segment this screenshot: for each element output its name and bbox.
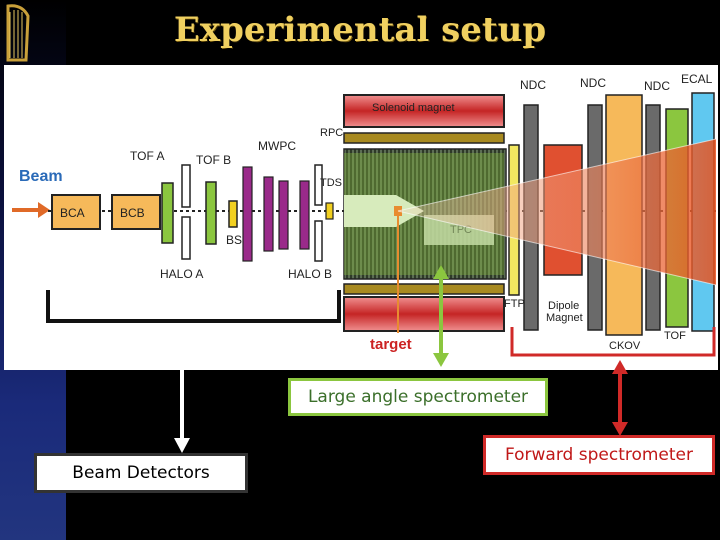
bs-label: BS	[226, 233, 242, 247]
tof-b-detector	[205, 181, 217, 245]
dipole-label: Dipole	[548, 300, 579, 312]
rpc-bottom	[343, 283, 505, 295]
page-title: Experimental setup	[173, 10, 547, 50]
halo-b-label: HALO B	[288, 267, 332, 281]
beam-detectors-double-arrow-icon	[174, 323, 190, 453]
rpc-label: RPC	[320, 127, 343, 139]
ecal-label: ECAL	[681, 72, 713, 86]
ckov-label: CKOV	[609, 340, 641, 352]
forward-spectrometer-bracket	[510, 327, 716, 357]
forward-double-arrow-icon	[612, 360, 628, 436]
beam-detectors-label: Beam Detectors	[34, 453, 248, 493]
magnet-label: Magnet	[546, 312, 583, 324]
forward-acceptance-cone	[398, 139, 716, 285]
bs-detector	[228, 200, 238, 228]
halo-a-bottom	[181, 216, 191, 260]
tof-b-label: TOF B	[196, 153, 231, 167]
tds-detector	[325, 202, 334, 220]
mwpc-3	[278, 180, 289, 250]
solenoid-magnet-bottom	[343, 296, 505, 332]
mwpc-2	[263, 176, 274, 252]
ndc-3-label: NDC	[644, 79, 670, 93]
beam-detectors-bracket	[46, 290, 341, 323]
halo-b-top	[314, 164, 323, 206]
forward-spectrometer-label: Forward spectrometer	[483, 435, 715, 475]
solenoid-label: Solenoid magnet	[372, 102, 455, 114]
large-angle-double-arrow-icon	[433, 265, 449, 367]
solenoid-magnet-top	[343, 94, 505, 128]
bcb-label: BCB	[120, 206, 145, 220]
ndc-1-label: NDC	[520, 78, 546, 92]
rpc-top	[343, 132, 505, 144]
ndc-2-label: NDC	[580, 76, 606, 90]
mwpc-4	[299, 180, 310, 250]
tof-a-label: TOF A	[130, 149, 164, 163]
mwpc-label: MWPC	[258, 139, 296, 153]
setup-diagram-panel: Beam BCA BCB TOF A HALO A TOF B BS MWPC …	[4, 65, 718, 370]
cone-edge-top	[397, 138, 717, 212]
tof-a-detector	[161, 182, 174, 244]
tds-label: TDS	[320, 177, 342, 189]
halo-b-bottom	[314, 220, 323, 262]
bcb-counter	[111, 194, 161, 230]
tof-wall-label: TOF	[664, 330, 686, 342]
ftp-label: FTP	[504, 298, 525, 310]
halo-a-label: HALO A	[160, 267, 203, 281]
tpc-bore	[344, 195, 424, 227]
large-angle-spectrometer-label: Large angle spectrometer	[288, 378, 548, 416]
cone-edge-bottom	[397, 210, 717, 286]
bca-counter	[51, 194, 101, 230]
mwpc-1	[242, 166, 253, 262]
beam-arrow-icon	[12, 202, 50, 218]
bca-label: BCA	[60, 206, 85, 220]
halo-a-top	[181, 164, 191, 208]
setup-diagram: Beam BCA BCB TOF A HALO A TOF B BS MWPC …	[12, 72, 717, 367]
target-label: target	[370, 336, 412, 353]
harp-logo-icon	[6, 4, 30, 62]
beam-label: Beam	[19, 168, 63, 185]
